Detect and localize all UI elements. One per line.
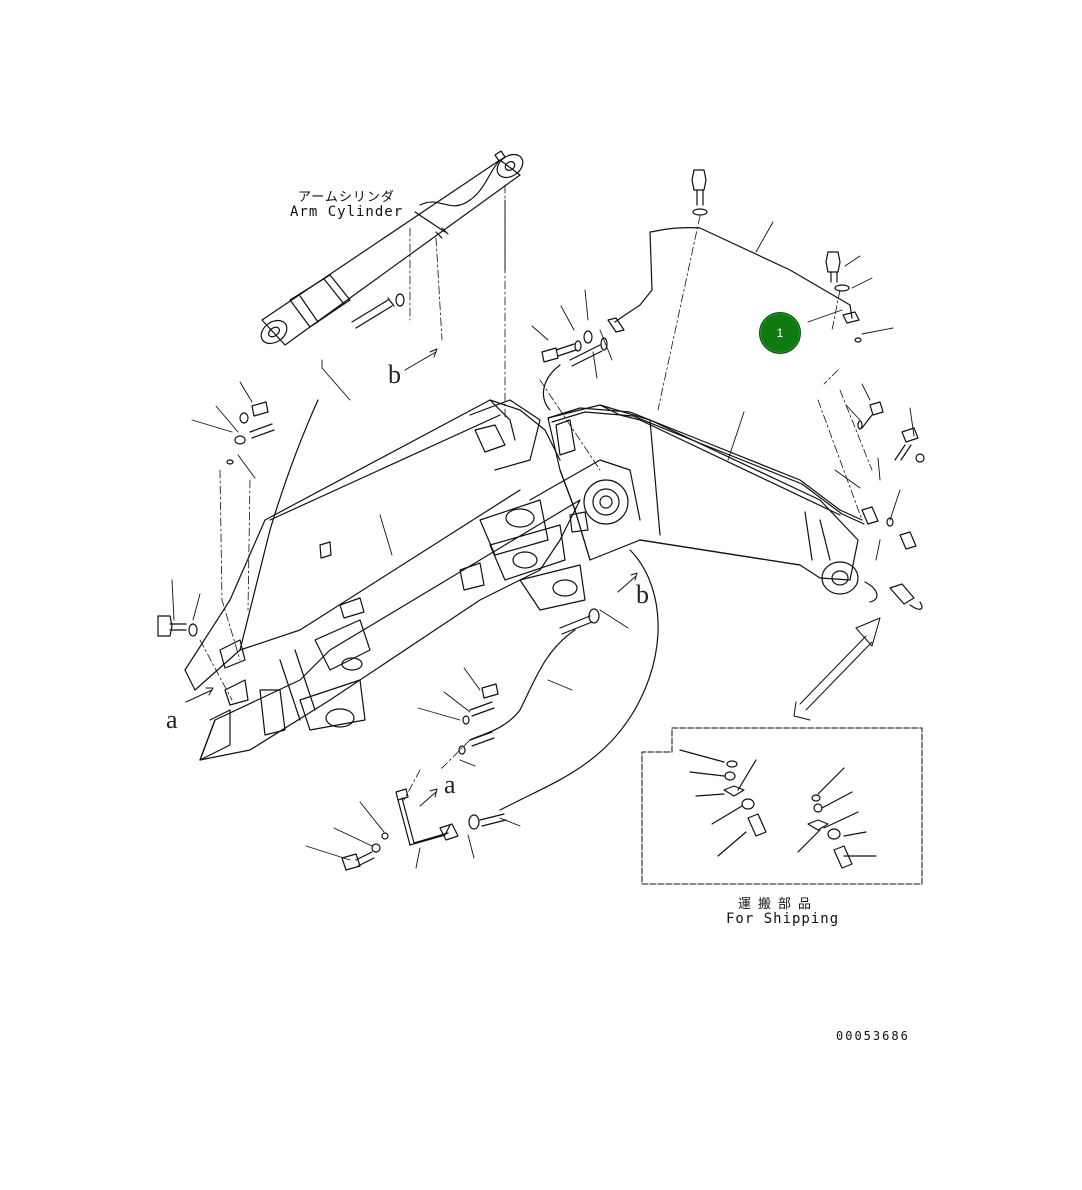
reference-arrows <box>185 348 638 807</box>
reference-mark-b: b <box>636 580 649 609</box>
shipping-arrow <box>793 617 881 721</box>
hoses <box>239 226 865 846</box>
arm-cylinder <box>260 150 524 346</box>
shipping-inset <box>641 727 923 885</box>
part-callout-number: 1 <box>776 326 784 340</box>
alignment-lines <box>199 184 873 801</box>
arm-cylinder-label: Arm Cylinder <box>290 204 404 220</box>
for-shipping-label-jp: 運搬部品 <box>738 897 819 912</box>
leader-lines <box>171 199 915 869</box>
for-shipping-label: For Shipping <box>726 911 840 927</box>
document-id: 00053686 <box>836 1029 910 1043</box>
arm-cylinder-label-jp: アームシリンダ <box>298 190 395 205</box>
reference-mark-b: b <box>388 360 401 389</box>
reference-mark-a: a <box>166 705 178 734</box>
reference-mark-a: a <box>444 770 456 799</box>
boom <box>184 399 586 761</box>
fasteners <box>157 169 925 871</box>
part-callout-1[interactable]: 1 <box>759 312 801 354</box>
arm <box>547 404 859 595</box>
